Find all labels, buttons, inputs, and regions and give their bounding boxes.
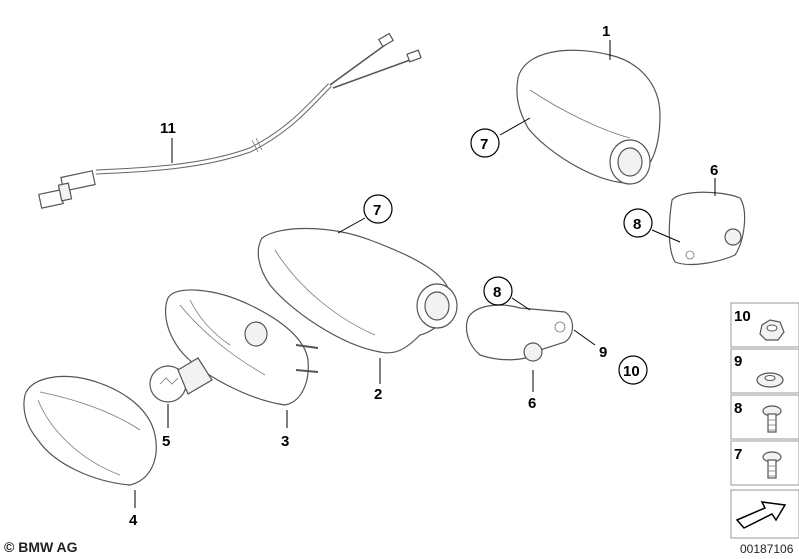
callout-4: 4 — [129, 512, 138, 529]
callout-circle-8 — [483, 276, 513, 306]
leader-line — [573, 329, 596, 346]
callout-circle-7 — [470, 128, 500, 158]
washer-icon — [756, 372, 784, 388]
bracket-lower-part — [465, 304, 574, 362]
callout-7-mid: 7 — [373, 202, 381, 219]
callout-10: 10 — [623, 363, 640, 380]
callout-6-upper: 6 — [710, 162, 718, 179]
callout-6-lower: 6 — [528, 395, 536, 412]
small-parts-legend: 10 9 8 7 — [730, 302, 799, 539]
callout-9: 9 — [599, 344, 607, 361]
leader-line — [337, 217, 366, 234]
callout-11: 11 — [160, 120, 176, 137]
housing-upper-part — [516, 49, 661, 185]
callout-circle-10 — [618, 355, 648, 385]
torx-screw-icon — [762, 451, 782, 479]
callout-5: 5 — [162, 433, 170, 450]
wiring-harness-part — [38, 32, 422, 209]
lamp-carrier-part — [165, 289, 319, 406]
image-id: 00187106 — [740, 542, 794, 556]
callout-1: 1 — [602, 23, 610, 40]
callout-3: 3 — [281, 433, 289, 450]
callout-8-lower: 8 — [493, 284, 501, 301]
arrow-indicator-icon — [735, 501, 787, 529]
callout-2: 2 — [374, 386, 382, 403]
leader-line — [651, 229, 681, 243]
bracket-upper-part — [668, 191, 746, 266]
hex-screw-icon — [762, 405, 782, 433]
lens-part — [23, 375, 157, 486]
nut-icon — [759, 319, 785, 341]
legend-cell — [730, 394, 799, 440]
callout-circle-8 — [623, 208, 653, 238]
leader-line — [499, 117, 531, 136]
callout-8-upper: 8 — [633, 216, 641, 233]
legend-label-8: 8 — [734, 400, 742, 417]
callout-circle-7 — [363, 194, 393, 224]
leader-line — [511, 297, 531, 311]
legend-label-10: 10 — [734, 308, 751, 325]
copyright-text: © BMW AG — [4, 539, 78, 555]
legend-label-9: 9 — [734, 353, 742, 370]
legend-cell — [730, 440, 799, 486]
legend-label-7: 7 — [734, 446, 742, 463]
callout-7-top: 7 — [480, 136, 488, 153]
bulb-part — [149, 357, 213, 403]
housing-middle-part — [257, 227, 458, 354]
